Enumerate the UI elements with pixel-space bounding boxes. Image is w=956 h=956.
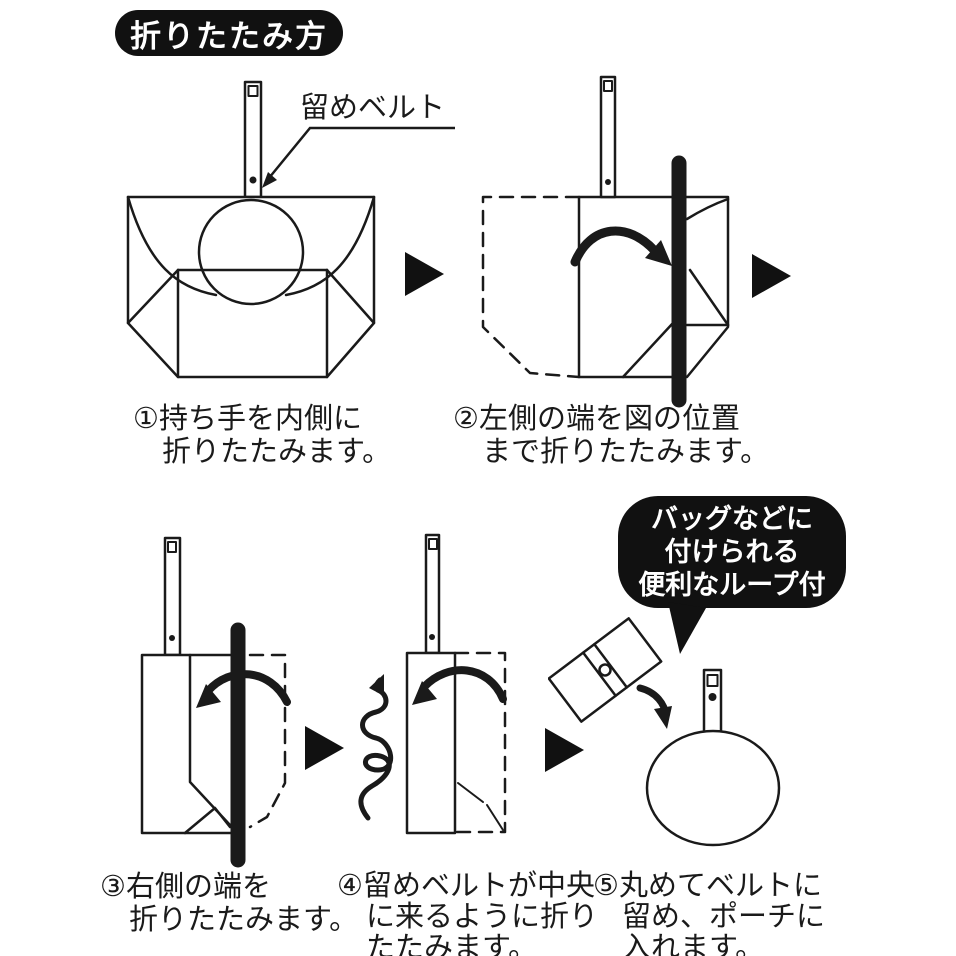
step5-diagram (548, 617, 781, 847)
roll-arrowhead (369, 674, 384, 696)
insert-arrowhead (654, 706, 672, 729)
roll-arrow-icon (358, 677, 394, 821)
bag-outline (577, 195, 730, 379)
step1-diagram (126, 80, 376, 379)
step3-caption: ③右側の端を 折りたたみます。 (100, 871, 359, 936)
strap-hole (706, 674, 719, 687)
step2-number: ② (453, 403, 479, 435)
snap-button-icon (708, 693, 717, 701)
belt-label: 留めベルト (300, 92, 446, 124)
fold-diag-left (621, 321, 675, 379)
ghost-fold-diag-2 (486, 804, 504, 831)
step1-caption: ①持ち手を内側に 折りたたみます。 (133, 403, 392, 468)
title-badge: 折りたたみ方 (115, 10, 343, 56)
step2-diagram (481, 75, 730, 408)
leader-arrowhead (262, 172, 277, 188)
pouch-outline (645, 729, 781, 847)
ghost-fold-diag-1 (457, 782, 484, 803)
step-arrow-3-icon (305, 726, 344, 770)
folded-handles-circle (197, 198, 305, 306)
fold-arrowhead (412, 681, 437, 705)
bubble-tail (668, 602, 706, 654)
fold-arrowhead (645, 240, 672, 266)
rolled-bag (548, 617, 663, 723)
fold-arrow (204, 670, 291, 706)
belt-leader-line (262, 126, 455, 188)
fold-triangle (183, 806, 232, 835)
step-arrow-1-icon (405, 252, 444, 296)
fold-diag-right (688, 268, 730, 327)
strap-hole (167, 541, 177, 553)
strap-hole (428, 538, 438, 550)
strap-hole (247, 85, 259, 97)
ghost-outline-right (248, 653, 287, 829)
fold-arrow (570, 226, 659, 267)
step4-number: ④ (337, 870, 363, 902)
step-arrow-2-icon (752, 254, 791, 298)
step-arrow-4-icon (545, 728, 584, 772)
handle-drape-right (284, 195, 376, 297)
step2-caption: ②左側の端を図の位置 まで折りたたみます。 (453, 403, 770, 468)
fold-arrow (420, 666, 507, 703)
strap-hole (603, 80, 613, 92)
belt-band-right (593, 642, 629, 689)
step4-caption: ④留めベルトが中央 に来るように折り たたみます。 (337, 870, 599, 956)
handle-strap (599, 75, 617, 199)
handle-drape-left (126, 195, 218, 297)
fold-arrowhead (196, 684, 221, 708)
snap-button-icon (169, 635, 175, 641)
belt-band-left (581, 651, 617, 698)
snap-button-icon (598, 663, 612, 677)
page-title: 折りたたみ方 (130, 18, 328, 54)
snap-button-icon (429, 634, 435, 640)
snap-button-icon (249, 176, 257, 184)
step1-number: ① (133, 403, 159, 435)
step3-number: ③ (100, 871, 126, 903)
ghost-outline-left (481, 195, 581, 379)
step5-number: ⑤ (593, 870, 619, 902)
step3-diagram (140, 536, 291, 868)
side-fold-right-diag (325, 268, 376, 325)
loop-feature-bubble: バッグなどに 付けられる 便利なループ付 (618, 496, 846, 608)
handle-curve-remnant (685, 197, 730, 221)
side-fold-left-diag (126, 268, 180, 325)
snap-button-icon (605, 179, 611, 185)
step4-diagram (358, 533, 507, 835)
ghost-outline-right (453, 651, 507, 834)
step5-caption: ⑤丸めてベルトに 留め、ポーチに 入れます。 (593, 870, 826, 956)
